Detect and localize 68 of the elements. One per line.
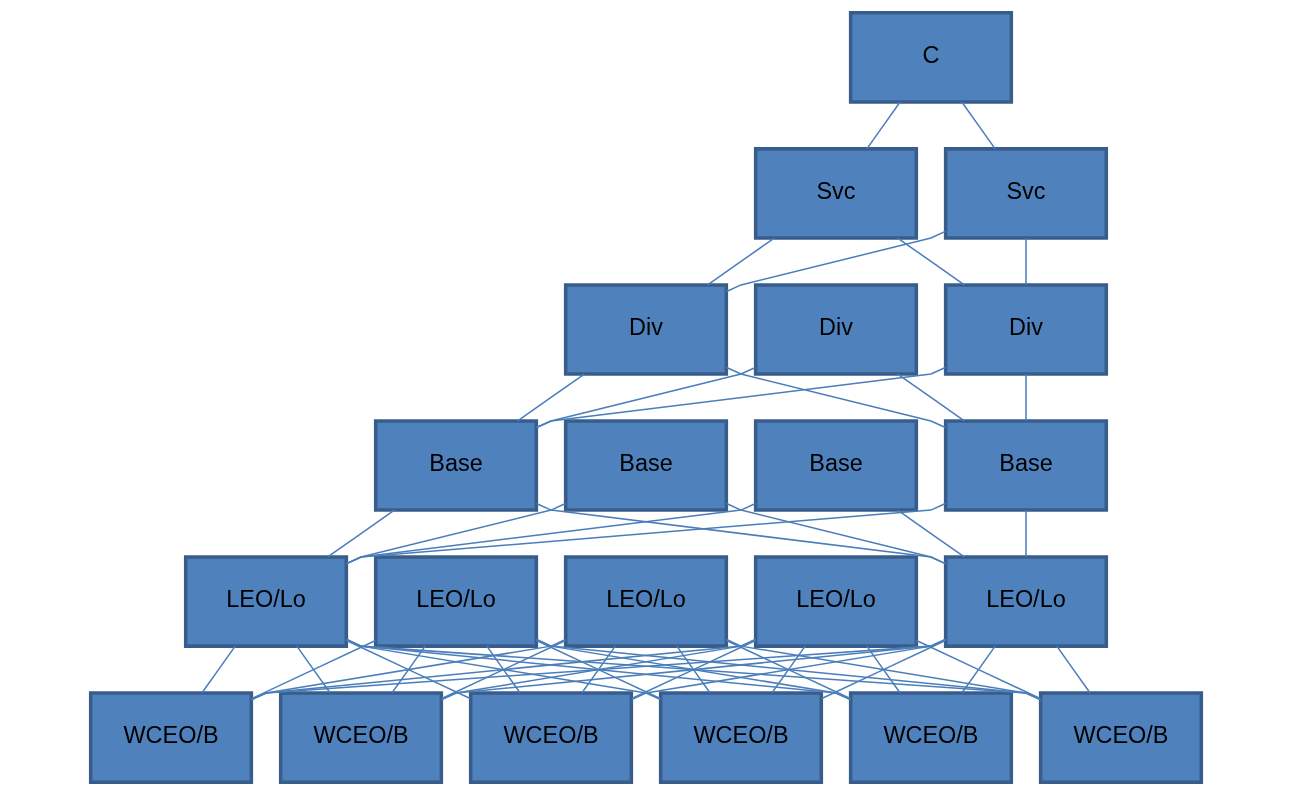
node-box: Svc [943,147,1109,240]
node-box: Base [373,419,539,512]
node-box: LEO/Lo [183,555,349,648]
connector [821,639,947,700]
node-box: Base [563,419,729,512]
connector [250,638,567,701]
connector [725,230,947,293]
connector [706,237,776,286]
connector [535,638,852,701]
connector [201,645,236,694]
connector [516,373,586,422]
node-box: LEO/Lo [373,555,539,648]
connector [771,645,806,694]
node-box: Base [943,419,1109,512]
connector [441,639,567,700]
node-box: WCEO/B [658,691,824,784]
connector [725,638,1042,701]
node-box: WCEO/B [848,691,1014,784]
connector [896,373,966,422]
connector [345,638,1042,701]
node-box: LEO/Lo [753,555,919,648]
connector [896,237,966,286]
node-box: WCEO/B [88,691,254,784]
connector [1025,509,1027,558]
node-box: WCEO/B [468,691,634,784]
connector [535,366,947,429]
connector [630,638,947,701]
connector [326,509,396,558]
connector [250,638,757,701]
connector [725,639,851,700]
node-box: LEO/Lo [563,555,729,648]
connector [251,639,377,700]
connector [440,638,947,701]
connector [866,101,901,150]
connector [1025,373,1027,422]
connector [581,645,616,694]
connector [535,638,1042,701]
connector [345,639,471,700]
connector [535,502,947,565]
node-box: Div [753,283,919,376]
connector [725,366,947,429]
connector [961,645,996,694]
connector [296,645,331,694]
node-box: Div [943,283,1109,376]
connector [345,638,662,701]
connector [676,645,711,694]
connector [631,639,757,700]
connector [1025,237,1027,286]
connector [896,509,966,558]
connector [486,645,521,694]
connector [250,638,947,701]
connector [391,645,426,694]
connector [440,638,757,701]
node-box: C [848,11,1014,104]
connector [866,645,901,694]
connector [915,639,1041,700]
node-box: LEO/Lo [943,555,1109,648]
connector [1056,645,1091,694]
node-box: Base [753,419,919,512]
node-box: WCEO/B [278,691,444,784]
node-box: Svc [753,147,919,240]
node-box: WCEO/B [1038,691,1204,784]
connector [345,502,947,565]
node-box: Div [563,283,729,376]
connector [345,638,852,701]
connector [725,502,947,565]
connector [535,639,661,700]
connector [961,101,996,150]
